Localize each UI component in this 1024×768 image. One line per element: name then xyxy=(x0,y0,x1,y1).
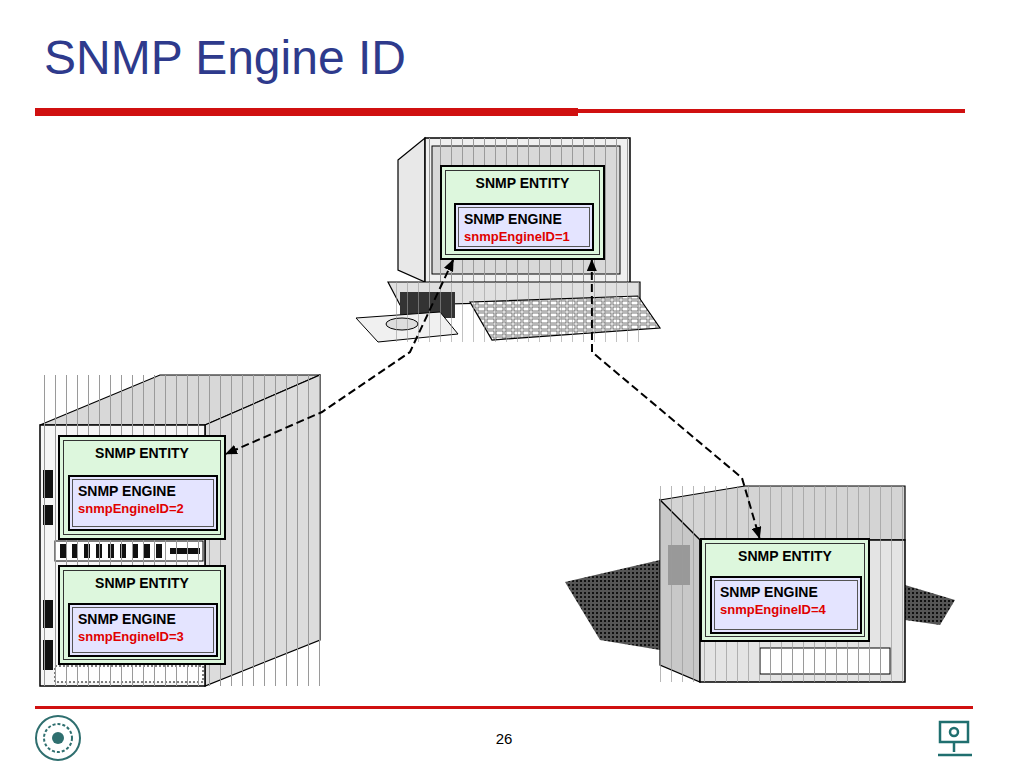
engine-label: SNMP ENGINE xyxy=(464,210,584,228)
entity-label: SNMP ENTITY xyxy=(60,437,224,461)
engine-box: SNMP ENGINEsnmpEngineID=4 xyxy=(710,576,862,634)
engine-id: snmpEngineID=2 xyxy=(78,500,208,518)
device-illustration xyxy=(565,486,955,682)
page-number: 26 xyxy=(490,730,518,747)
engine-label: SNMP ENGINE xyxy=(720,583,852,601)
engine-label: SNMP ENGINE xyxy=(78,482,208,500)
engine-label: SNMP ENGINE xyxy=(78,610,208,628)
dashed-connector xyxy=(592,260,760,538)
entity-label: SNMP ENTITY xyxy=(60,567,224,591)
engine-id: snmpEngineID=3 xyxy=(78,628,208,646)
entity-label: SNMP ENTITY xyxy=(702,540,868,564)
engine-box: SNMP ENGINEsnmpEngineID=3 xyxy=(68,603,218,657)
server-illustration xyxy=(40,375,320,686)
entity-label: SNMP ENTITY xyxy=(442,167,603,191)
university-logo xyxy=(36,716,80,760)
entity-box: SNMP ENTITY SNMP ENGINEsnmpEngineID=1 xyxy=(440,165,605,260)
header-rule xyxy=(35,108,578,116)
dashed-connector xyxy=(226,260,453,454)
engine-box: SNMP ENGINEsnmpEngineID=2 xyxy=(68,475,218,531)
header-rule xyxy=(578,109,965,113)
entity-box: SNMP ENTITY SNMP ENGINEsnmpEngineID=2 xyxy=(58,435,226,540)
slide-title: SNMP Engine ID xyxy=(44,30,406,85)
engine-id: snmpEngineID=4 xyxy=(720,601,852,619)
engine-box: SNMP ENGINEsnmpEngineID=1 xyxy=(454,203,594,251)
footer-rule xyxy=(35,706,973,709)
engine-id: snmpEngineID=1 xyxy=(464,228,584,246)
department-logo xyxy=(938,722,972,755)
computer-illustration xyxy=(356,138,660,342)
entity-box: SNMP ENTITY SNMP ENGINEsnmpEngineID=3 xyxy=(58,565,226,665)
entity-box: SNMP ENTITY SNMP ENGINEsnmpEngineID=4 xyxy=(700,538,870,642)
